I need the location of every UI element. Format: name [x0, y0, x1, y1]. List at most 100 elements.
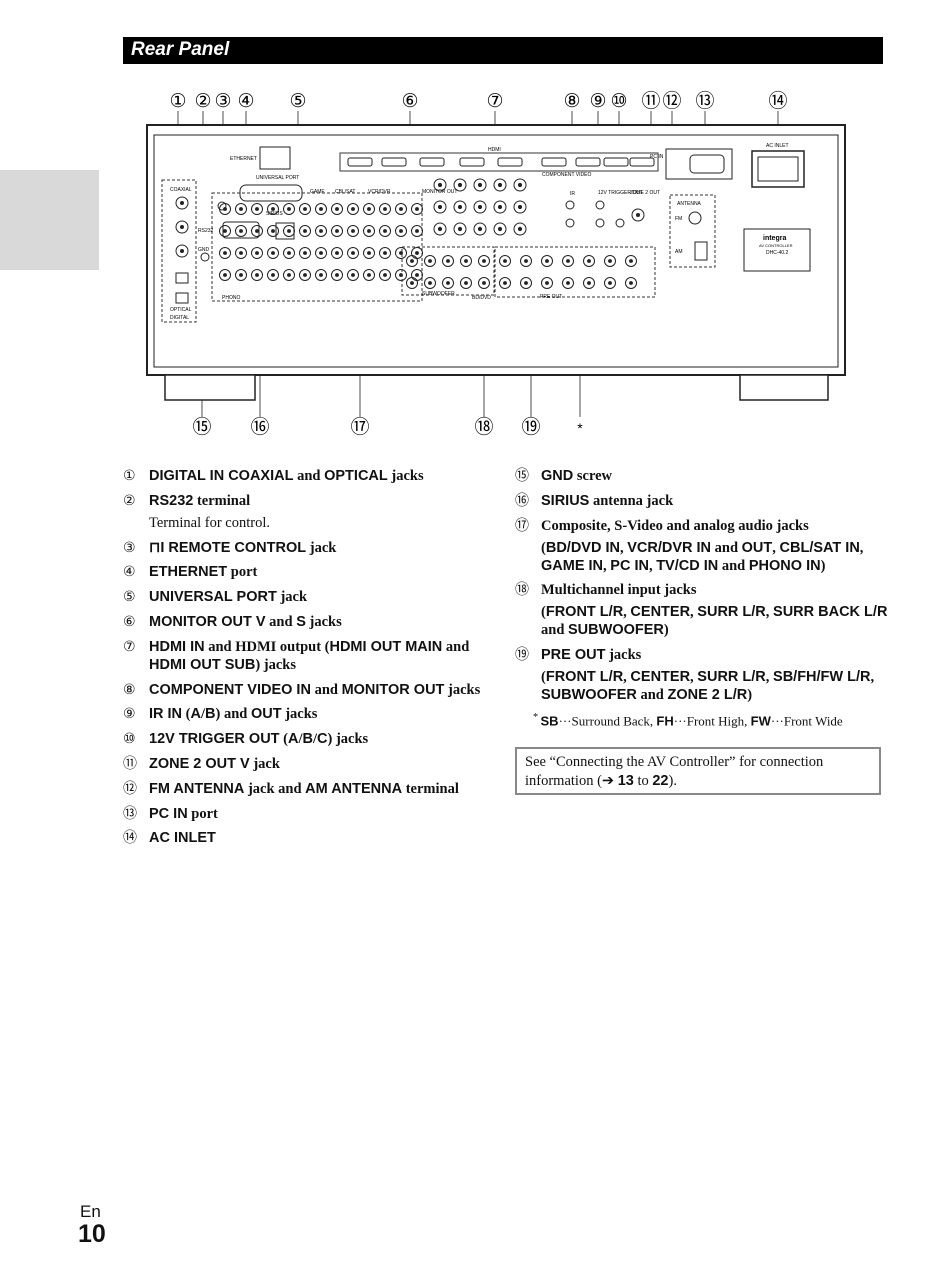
term-text: PHONO IN: [748, 557, 821, 574]
term-text: SB/FH/FW L/R: [773, 669, 871, 686]
description-text: jacks: [305, 613, 342, 630]
description-text: jacks: [281, 706, 318, 723]
term-text: SB: [540, 713, 559, 729]
analog-jack: [379, 203, 391, 215]
description-text: jack: [249, 755, 280, 772]
callout-1: ①: [169, 91, 186, 112]
term-text: SURR L/R: [697, 669, 766, 686]
brand-name: integra: [763, 235, 786, 242]
component-jack: [473, 178, 487, 192]
description-text: jacks: [444, 681, 481, 698]
description-text: ,: [870, 669, 875, 686]
trigger-out-label: 12V TRIGGER OUT: [598, 190, 643, 196]
term-text: 22: [652, 773, 669, 789]
component-jack: [453, 200, 467, 214]
term-text: OUT: [741, 539, 773, 556]
item-number: ⑯: [515, 492, 529, 509]
callout-4: ④: [237, 91, 254, 112]
hdmi-port-9: [629, 157, 655, 167]
brand-plate: [743, 228, 811, 272]
callout-bottom-4: ⑱: [474, 416, 493, 438]
component-jack: [513, 222, 527, 236]
description-text: Multichannel input jacks: [541, 582, 697, 599]
plain-text: See “Connecting the AV Controller” for c…: [525, 754, 824, 789]
item-title: UNIVERSAL PORT jack: [149, 588, 503, 606]
description-text: terminal: [402, 780, 459, 797]
callout-3: ③: [214, 91, 231, 112]
item-number: ⑫: [123, 780, 137, 797]
term-text: ⊓I REMOTE CONTROL: [149, 539, 307, 556]
term-text: FH: [656, 713, 674, 729]
description-text: ,: [690, 669, 698, 686]
ac-inlet-label: AC INLET: [766, 143, 789, 149]
description-text: (: [541, 604, 546, 621]
analog-jack: [267, 225, 279, 237]
description-text: ,: [765, 669, 774, 686]
analog-jack: [267, 247, 279, 259]
am-antenna-terminal: [694, 241, 708, 261]
item-number: ③: [123, 539, 136, 556]
optical-label: OPTICAL: [170, 307, 192, 313]
description-text: ): [820, 557, 826, 574]
description-text: ,: [619, 539, 628, 556]
callout-14: ⑭: [768, 90, 787, 112]
analog-jack: [251, 269, 263, 281]
component-jack: [433, 178, 447, 192]
component-jacks: [433, 178, 527, 236]
description-text: and: [636, 687, 668, 704]
item-title: COMPONENT VIDEO IN and MONITOR OUT jacks: [149, 681, 503, 699]
analog-jack: [315, 225, 327, 237]
item-title: 12V TRIGGER OUT (A/B/C) jacks: [149, 730, 503, 748]
callout-bottom-2: ⑯: [250, 416, 269, 438]
reference-text: See “Connecting the AV Controller” for c…: [525, 754, 823, 789]
bd-dvd-label: BD/DVD: [472, 295, 491, 301]
term-text: FRONT L/R: [545, 604, 624, 621]
pre-out-jack: [583, 277, 595, 289]
callout-bottom-1: ⑮: [192, 416, 211, 438]
description-text: ,: [648, 557, 657, 574]
hdmi-ports: [347, 157, 655, 167]
fm-antenna-jack: [688, 211, 702, 225]
pre-out-jack: [562, 277, 574, 289]
component-jack: [453, 222, 467, 236]
description-text: terminal: [193, 492, 251, 509]
item-number: ⑰: [515, 517, 529, 534]
component-jack: [453, 178, 467, 192]
description-text: (: [541, 539, 546, 556]
description-text: and: [310, 681, 342, 698]
callout-13: ⑬: [695, 90, 714, 112]
description-text: ,: [603, 557, 611, 574]
pre-out-jack: [499, 255, 511, 267]
callout-12: ⑫: [662, 90, 681, 112]
term-text: PC IN: [149, 805, 188, 822]
callout-bottom-6: *: [577, 420, 583, 436]
analog-jack: [331, 269, 343, 281]
item-title: PRE OUT jacks: [541, 646, 895, 664]
term-text: RS232: [149, 492, 194, 509]
description-text: and: [442, 638, 470, 655]
item-detail: (FRONT L/R, CENTER, SURR L/R, SB/FH/FW L…: [541, 668, 895, 704]
component-jack: [493, 178, 507, 192]
remote-control-jack: [217, 201, 227, 211]
pre-out-jack: [541, 255, 553, 267]
term-text: DIGITAL IN COAXIAL: [149, 468, 294, 484]
hdmi-label: HDMI: [488, 147, 501, 153]
description-text: screw: [573, 468, 613, 484]
foot-left: [164, 374, 256, 401]
item-title: ZONE 2 OUT V jack: [149, 755, 503, 773]
term-text: MONITOR OUT V: [149, 613, 266, 630]
analog-jack: [283, 247, 295, 259]
term-text: C: [317, 731, 328, 748]
gnd-screw: [200, 252, 210, 262]
multichannel-jack: [424, 255, 436, 267]
gnd-label: GND: [198, 247, 210, 253]
term-text: VCR/DVR IN: [627, 539, 712, 556]
pre-out-jack: [520, 255, 532, 267]
hdmi-port-7: [575, 157, 601, 167]
analog-jack: [411, 225, 423, 237]
analog-jack: [251, 203, 263, 215]
